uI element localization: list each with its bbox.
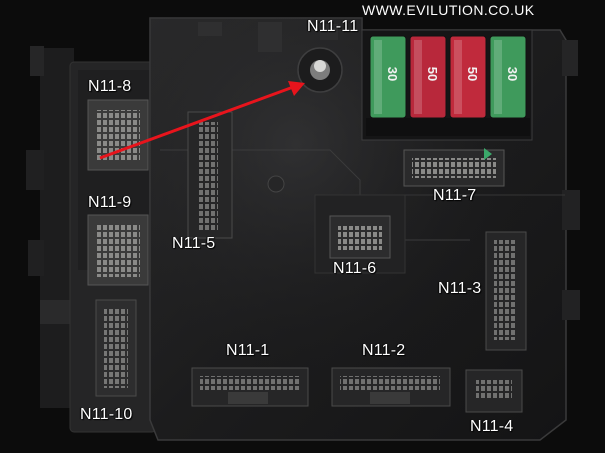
arrow-to-n11-11 <box>99 81 305 160</box>
label-n11-4: N11-4 <box>470 418 514 435</box>
label-n11-5: N11-5 <box>172 235 216 252</box>
label-n11-3: N11-3 <box>438 280 482 297</box>
fuse-3-rating: 50 <box>465 67 480 81</box>
fuse-row: 30 50 50 30 <box>369 35 527 119</box>
fuse-2-rating: 50 <box>425 67 440 81</box>
label-n11-9: N11-9 <box>88 194 132 211</box>
connector-n11-10 <box>95 299 137 397</box>
fuse-2 <box>409 35 447 119</box>
label-n11-7: N11-7 <box>433 187 477 204</box>
watermark: WWW.EVILUTION.CO.UK <box>362 2 535 18</box>
fuse-highlight <box>414 40 422 114</box>
fuse-highlight <box>374 40 382 114</box>
connector-n11-4 <box>465 369 523 413</box>
label-n11-10: N11-10 <box>80 406 133 423</box>
fuse-highlight <box>454 40 462 114</box>
connector-n11-5 <box>187 111 233 239</box>
connector-n11-8 <box>87 99 149 171</box>
label-n11-11: N11-11 <box>307 18 359 35</box>
connector-n11-9 <box>87 214 149 286</box>
connector-n11-1 <box>191 367 309 407</box>
fuse-highlight <box>494 40 502 114</box>
label-n11-6: N11-6 <box>333 260 377 277</box>
connector-n11-7 <box>403 148 505 187</box>
fuse-4-rating: 30 <box>505 67 520 81</box>
connector-n11-6 <box>329 215 391 259</box>
fuse-4 <box>489 35 527 119</box>
fuse-1 <box>369 35 407 119</box>
label-n11-1: N11-1 <box>226 342 270 359</box>
connector-n11-2 <box>331 367 451 407</box>
fuse-3 <box>449 35 487 119</box>
connector-n11-3 <box>485 231 527 351</box>
label-n11-2: N11-2 <box>362 342 406 359</box>
fuse-1-rating: 30 <box>385 67 400 81</box>
label-n11-8: N11-8 <box>88 78 132 95</box>
